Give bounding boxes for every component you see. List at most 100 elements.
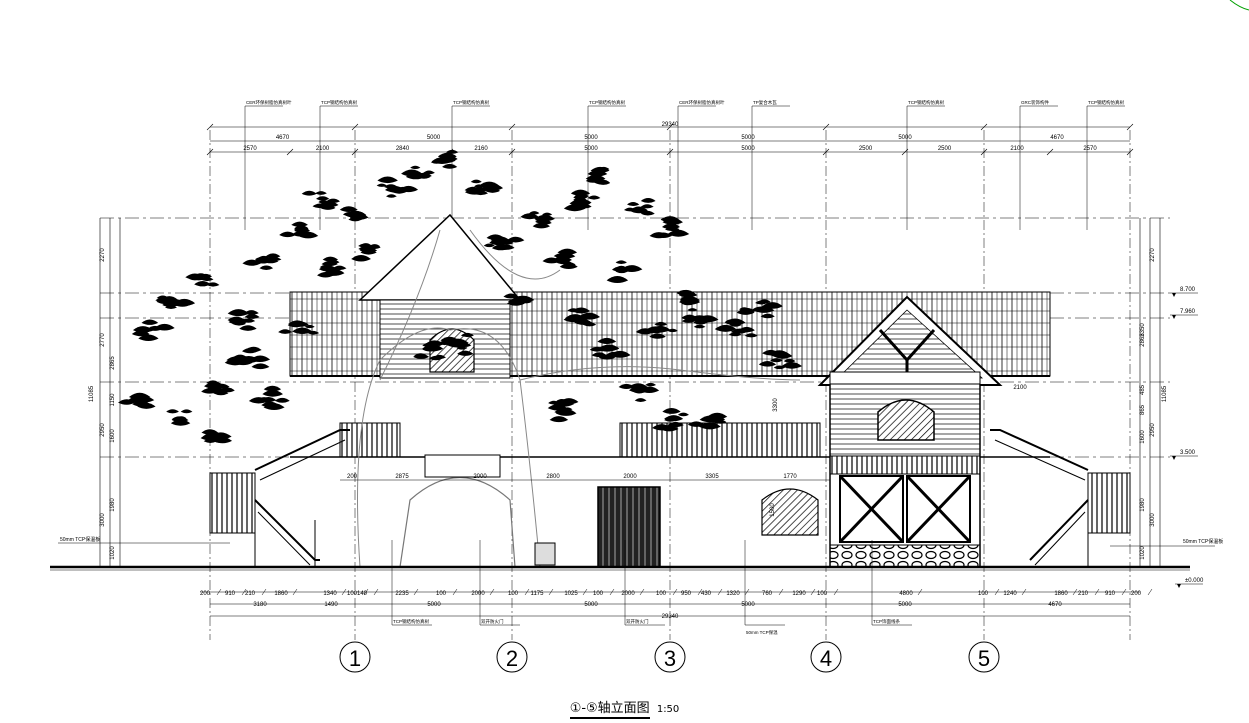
- leaf: [606, 276, 629, 284]
- top-sub-segment-label: 2840: [396, 146, 410, 152]
- leaf: [628, 266, 639, 270]
- leaf: [242, 348, 259, 354]
- leaf: [478, 181, 500, 189]
- left-vertical-label: 2270: [100, 248, 106, 262]
- tree-trunk-arch: [399, 476, 516, 568]
- right-vertical-label: 1600: [1140, 430, 1146, 444]
- leaf: [166, 409, 179, 414]
- left-vertical-label: 3000: [100, 513, 106, 527]
- bottom-callout-label: 双开防火门: [626, 618, 649, 625]
- leaf: [259, 265, 274, 270]
- leaf: [322, 256, 339, 262]
- top-callout-label: TCP钢结构仿真树: [453, 99, 489, 106]
- bottom-row1-label: 950: [681, 591, 692, 597]
- top-sub-segment-label: 2100: [1010, 146, 1024, 152]
- leaf: [707, 412, 728, 420]
- leaf: [640, 198, 656, 203]
- top-callout-label: CER环保树脂仿真树叶: [246, 99, 292, 106]
- leaf: [201, 429, 219, 435]
- sign-board: [424, 454, 501, 478]
- leaf: [770, 358, 783, 363]
- leaf: [591, 171, 602, 176]
- top-segment-label: 5000: [898, 135, 912, 141]
- leaf: [287, 321, 304, 328]
- leaf: [549, 416, 569, 423]
- leaf: [232, 354, 248, 360]
- leaf: [665, 226, 678, 232]
- top-callout-label: TP复合木瓦: [753, 99, 777, 106]
- leaf: [599, 344, 615, 350]
- top-callout-label: TCP钢结构仿真树: [589, 99, 625, 106]
- top-callout-label: TCP钢结构仿真树: [321, 99, 357, 106]
- bottom-row1-label: 1320: [726, 591, 740, 597]
- axis-bubble: [810, 641, 842, 673]
- top-sub-segment-label: 5000: [741, 146, 755, 152]
- top-segment-label: 5000: [741, 135, 755, 141]
- leaf: [548, 400, 560, 405]
- leaf: [634, 390, 645, 394]
- bottom-row1-label: 100: [347, 591, 358, 597]
- leaf: [534, 214, 555, 222]
- left-vertical-label: 1020: [110, 546, 116, 560]
- leaf: [376, 183, 387, 187]
- leaf: [171, 416, 187, 422]
- right-vertical-label: 1020: [1140, 546, 1146, 560]
- leaf: [556, 259, 572, 265]
- leaf: [520, 299, 532, 304]
- leaf: [563, 204, 586, 212]
- leaf: [483, 243, 495, 248]
- top-sub-segment-label: 2570: [243, 146, 257, 152]
- bottom-row1-label: 1240: [1003, 591, 1017, 597]
- leaf: [156, 295, 169, 300]
- leaf: [405, 172, 426, 180]
- leaf: [687, 421, 705, 427]
- leaf: [201, 388, 218, 394]
- side-note-right: 50mm TCP保温板: [1183, 538, 1223, 545]
- top-callout-label: TCP钢结构仿真树: [908, 99, 944, 106]
- leaf: [541, 220, 552, 225]
- elevation-label: ±0.000: [1185, 578, 1204, 584]
- leaf: [460, 332, 474, 338]
- axis-number: 2: [506, 646, 518, 671]
- left-vertical-label: 1600: [110, 429, 116, 443]
- bottom-row1-label: 910: [1105, 591, 1116, 597]
- bottom-row2-label: 5000: [898, 602, 912, 608]
- leaf: [138, 396, 149, 400]
- leaf: [520, 213, 539, 220]
- leaf: [660, 217, 671, 221]
- bottom-row1-label: 4800: [899, 591, 913, 597]
- leaf: [689, 315, 710, 322]
- bottom-row1-label: 100: [978, 591, 989, 597]
- leaf: [291, 221, 308, 227]
- leaf: [597, 337, 617, 344]
- leaf: [751, 306, 769, 313]
- middle-wood-door: [597, 486, 661, 568]
- leaf: [358, 245, 376, 252]
- leaf: [464, 188, 485, 195]
- leaf: [529, 211, 540, 215]
- leaf: [206, 282, 220, 287]
- bottom-row1-label: 210: [1078, 591, 1089, 597]
- leaf: [773, 352, 793, 359]
- leaf: [192, 276, 206, 281]
- drawing-title-block: ①-⑤轴立面图 1:50: [0, 697, 1249, 719]
- leaf: [758, 360, 777, 367]
- leaf: [377, 176, 398, 184]
- mid-dimension-label: 1770: [783, 474, 797, 480]
- bottom-row2-label: 5000: [427, 602, 441, 608]
- mid-dimension-label: 2875: [395, 474, 409, 480]
- leaf: [413, 353, 430, 359]
- leaf: [164, 299, 186, 307]
- leaf: [555, 399, 568, 403]
- leaf: [425, 340, 444, 347]
- leaf: [667, 328, 678, 333]
- leaf: [154, 323, 175, 331]
- top-callout-label: CER环保树脂仿真树叶: [679, 99, 725, 106]
- leaf: [301, 190, 317, 196]
- leaf: [698, 422, 721, 430]
- leaf: [503, 293, 519, 299]
- bottom-row1-label: 100: [817, 591, 828, 597]
- leaf: [136, 328, 150, 334]
- right-vertical-label: 2270: [1150, 248, 1156, 262]
